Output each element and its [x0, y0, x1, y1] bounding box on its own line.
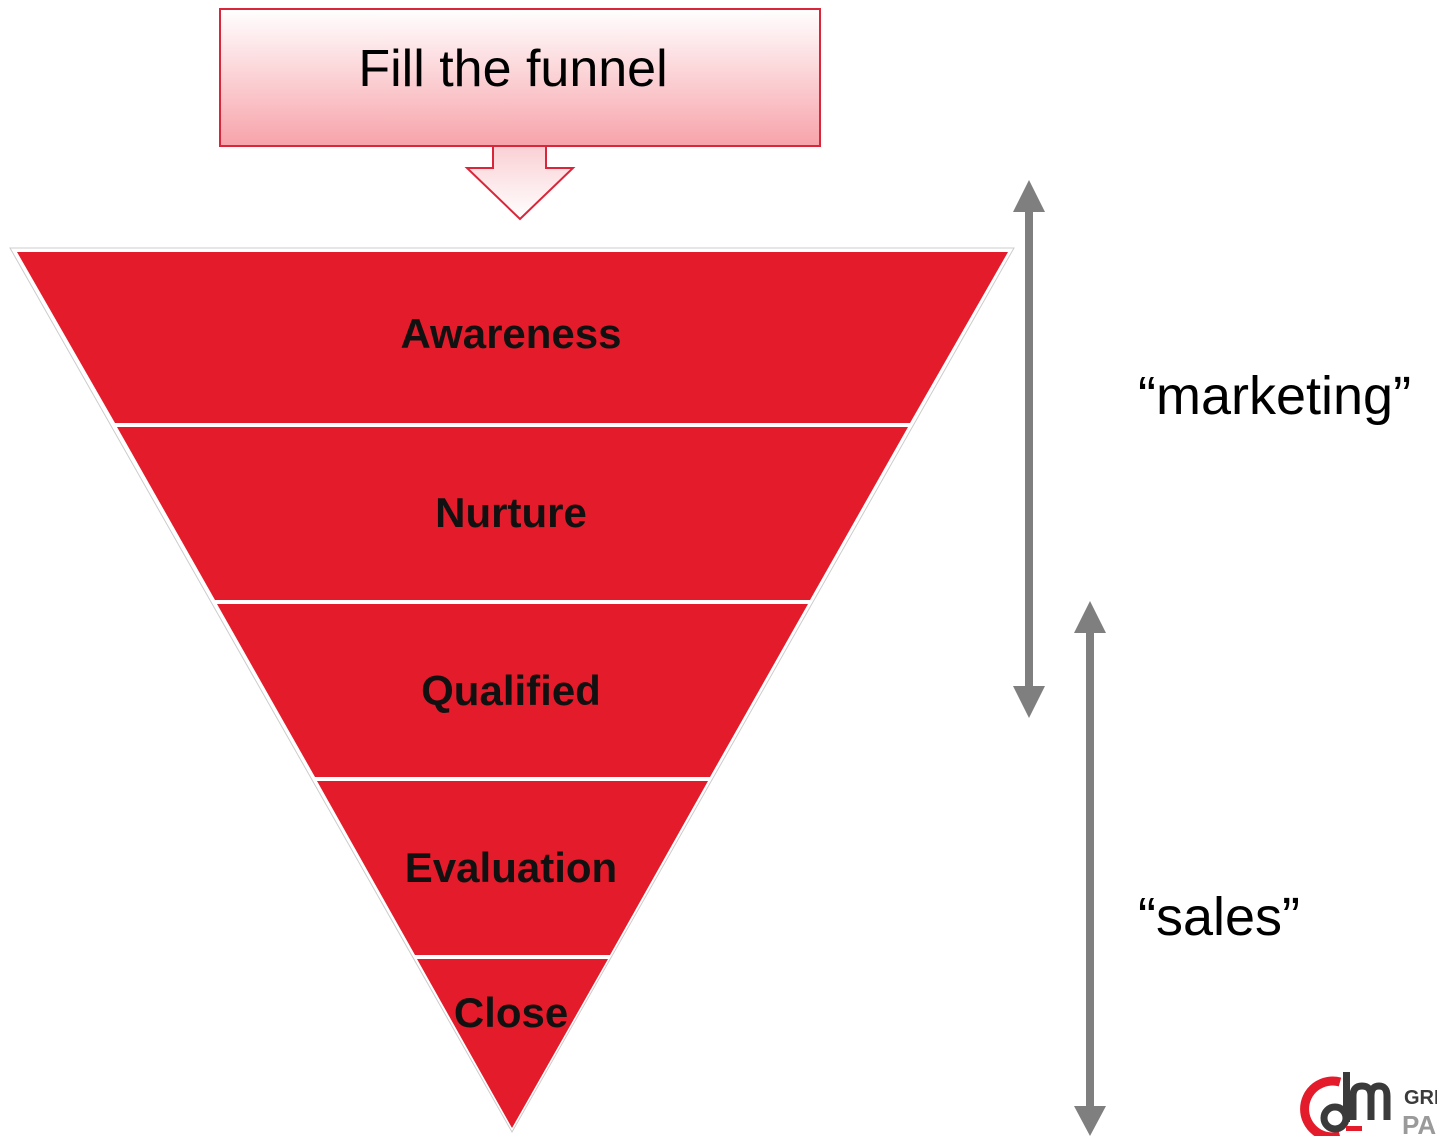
stage-label-close: Close: [454, 989, 568, 1036]
marketing-label: “marketing”: [1138, 366, 1411, 426]
down-arrow-icon: [464, 145, 576, 221]
funnel-stage-nurture: [117, 427, 908, 600]
marketing-range-arrow-icon: [1013, 180, 1045, 718]
logo-text-line2: PA: [1402, 1110, 1436, 1136]
funnel-stage-evaluation: [317, 781, 708, 955]
funnel-stage-qualified: [217, 604, 808, 777]
banner-box: [219, 8, 821, 147]
dm-logo-icon: GRE PA: [1300, 1072, 1437, 1136]
sales-label: “sales”: [1138, 887, 1300, 947]
stage-label-nurture: Nurture: [435, 489, 587, 536]
logo-text-line1: GRE: [1404, 1087, 1437, 1109]
funnel-stage-close: [417, 959, 608, 1128]
stage-label-awareness: Awareness: [400, 310, 621, 357]
funnel: Awareness Nurture Qualified Evaluation C…: [9, 247, 1015, 1134]
fill-funnel-banner: Fill the funnel: [219, 8, 821, 221]
sales-range-arrow-icon: [1074, 601, 1106, 1136]
banner-label: Fill the funnel: [358, 40, 667, 98]
funnel-stage-awareness: [17, 252, 1008, 423]
stage-label-evaluation: Evaluation: [405, 844, 617, 891]
stage-label-qualified: Qualified: [421, 667, 601, 714]
